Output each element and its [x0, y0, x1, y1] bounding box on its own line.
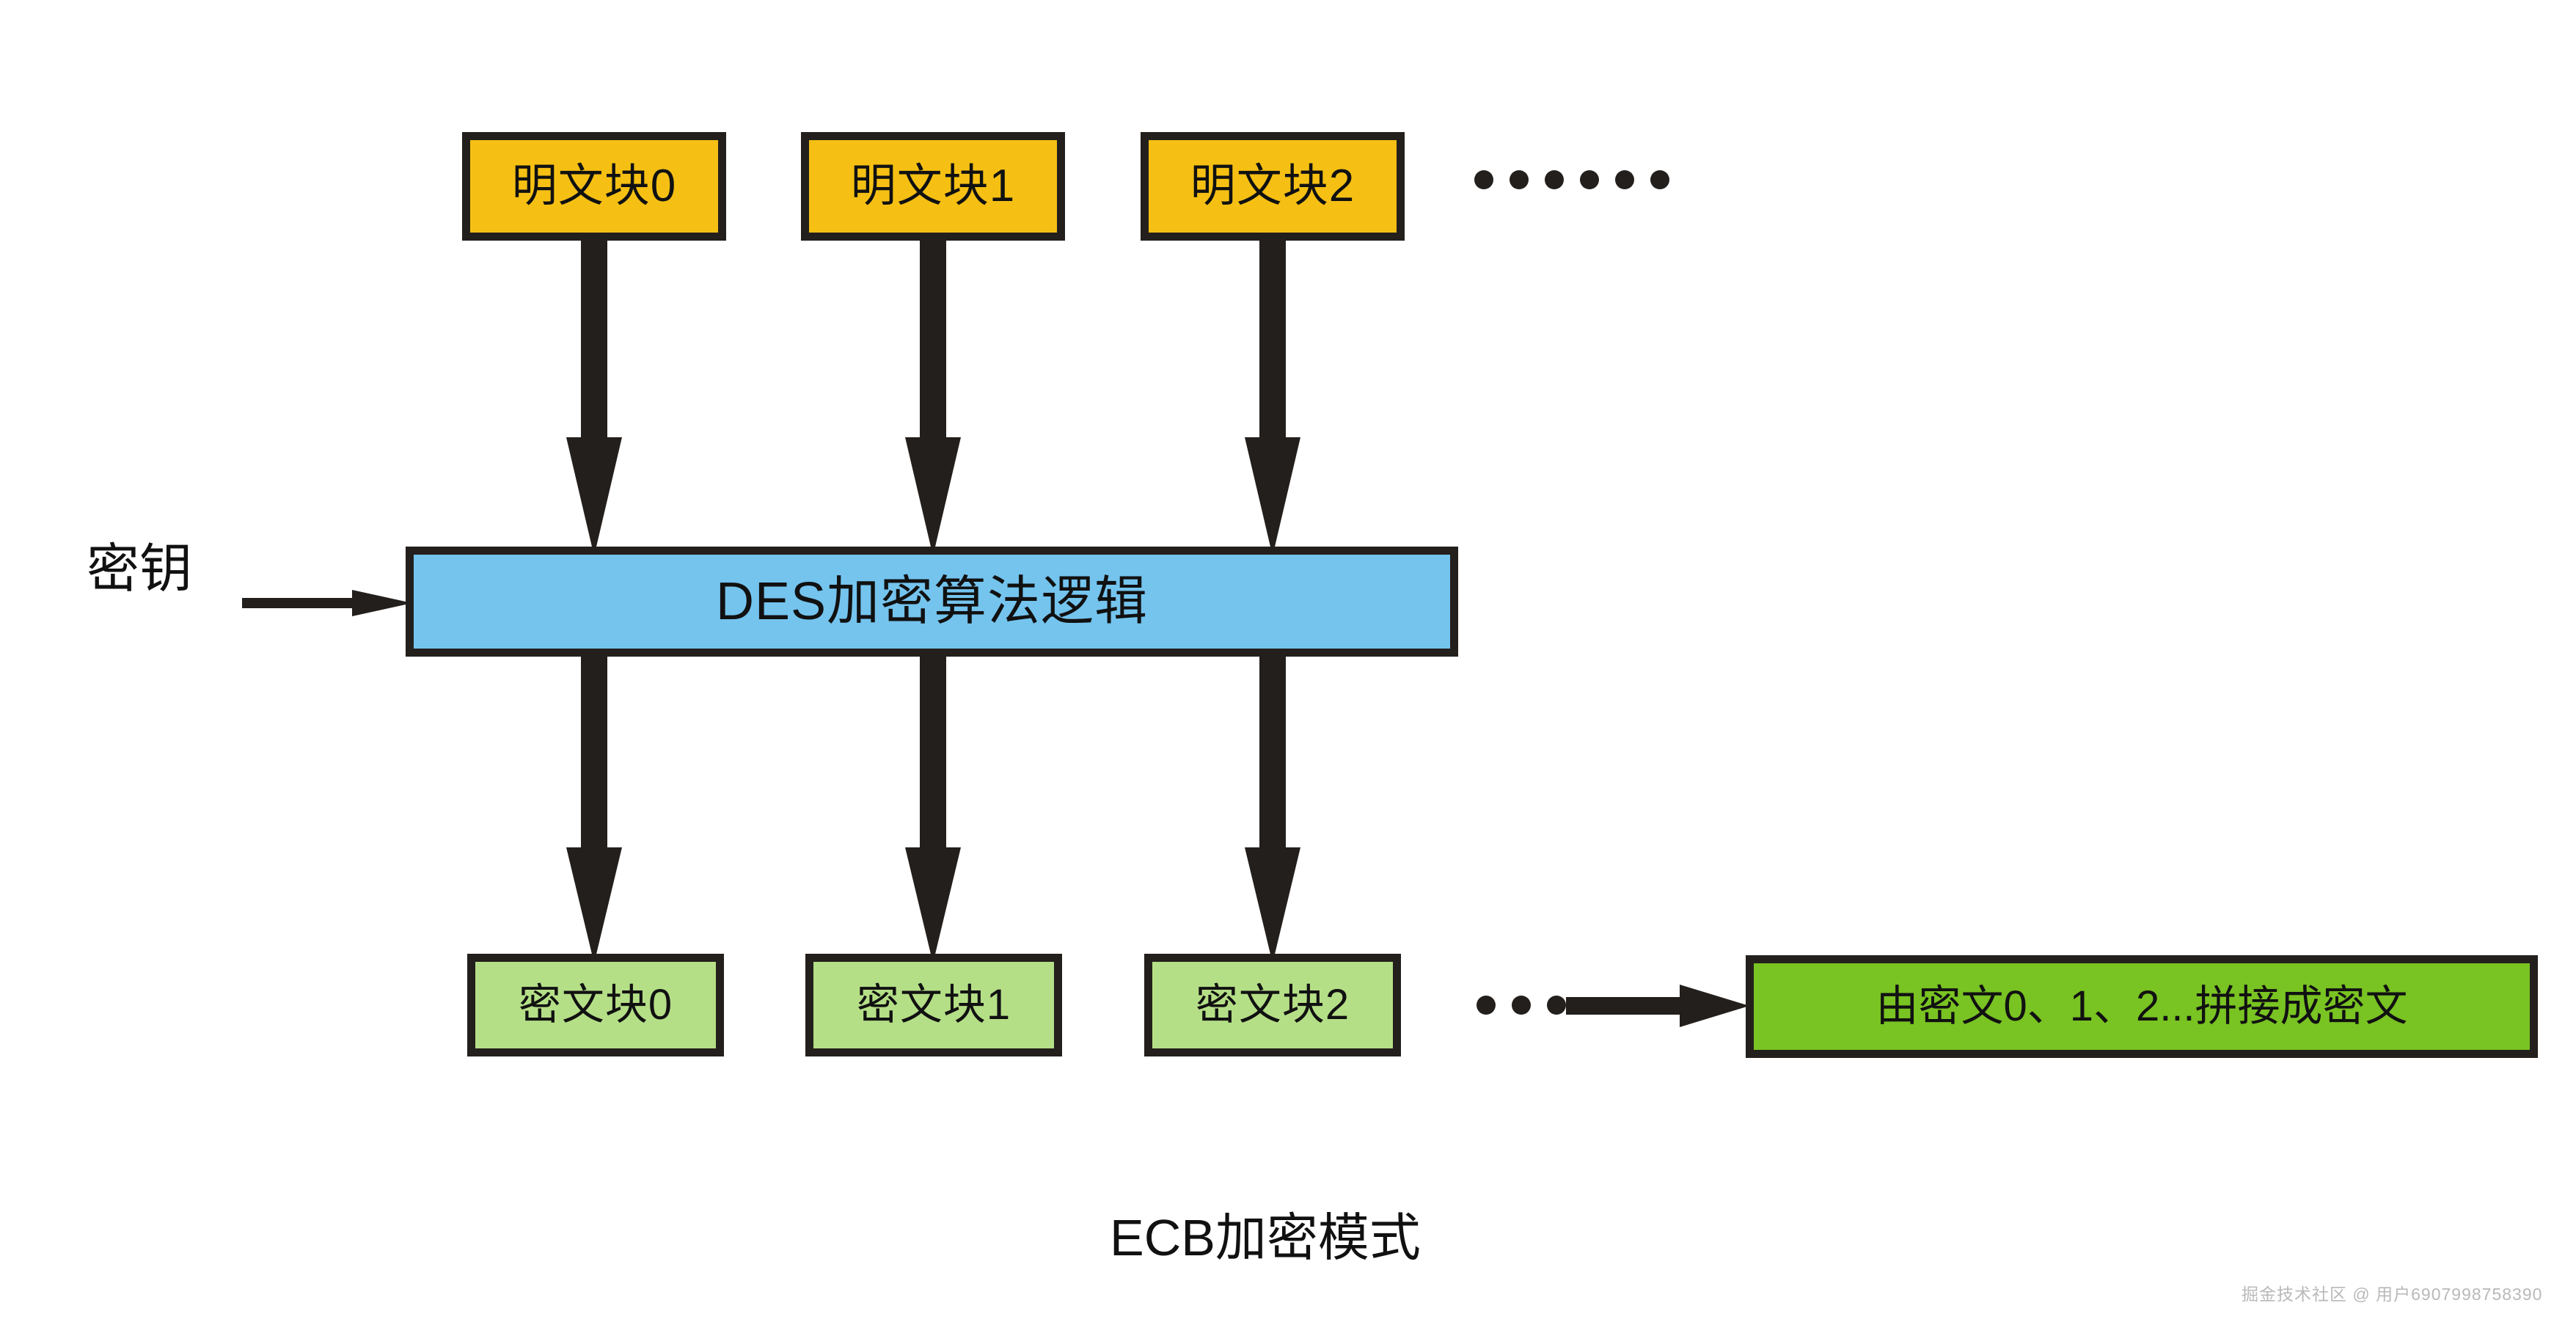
arrow-plaintext-2-to-engine	[1245, 239, 1300, 556]
plaintext-block-1[interactable]: 明文块1	[801, 132, 1065, 241]
result-box[interactable]: 由密文0、1、2...拼接成密文	[1746, 955, 2538, 1058]
key-label: 密钥	[87, 540, 193, 599]
plaintext-block-0[interactable]: 明文块0	[462, 132, 726, 241]
ciphertext-block-0[interactable]: 密文块0	[467, 954, 724, 1056]
plaintext-block-2-label: 明文块2	[1190, 161, 1355, 211]
plaintext-block-1-label: 明文块1	[850, 161, 1016, 211]
arrow-plaintext-1-to-engine	[905, 239, 961, 556]
arrow-engine-to-ciphertext-2	[1245, 655, 1300, 963]
ciphertext-block-0-label: 密文块0	[518, 981, 673, 1029]
plaintext-block-2[interactable]: 明文块2	[1141, 132, 1405, 241]
ciphertext-block-2[interactable]: 密文块2	[1144, 954, 1401, 1056]
arrow-ciphertext-to-result	[1566, 985, 1749, 1027]
ciphertext-block-1[interactable]: 密文块1	[805, 954, 1062, 1056]
arrow-engine-to-ciphertext-1	[905, 655, 961, 963]
watermark-text: 掘金技术社区 @ 用户6907998758390	[2242, 1285, 2543, 1304]
ciphertext-block-1-label: 密文块1	[856, 981, 1011, 1029]
arrow-plaintext-0-to-engine	[566, 239, 622, 556]
des-engine-box[interactable]: DES加密算法逻辑	[406, 547, 1458, 657]
arrow-key-to-engine	[242, 590, 412, 616]
plaintext-ellipsis	[1474, 170, 1669, 189]
result-box-label: 由密文0、1、2...拼接成密文	[1876, 982, 2408, 1030]
diagram-caption: ECB加密模式	[1110, 1209, 1421, 1266]
plaintext-block-0-label: 明文块0	[511, 161, 677, 211]
arrow-engine-to-ciphertext-0	[566, 655, 622, 963]
ciphertext-block-2-label: 密文块2	[1195, 981, 1350, 1029]
des-engine-label: DES加密算法逻辑	[715, 572, 1149, 631]
ciphertext-ellipsis	[1477, 996, 1566, 1015]
